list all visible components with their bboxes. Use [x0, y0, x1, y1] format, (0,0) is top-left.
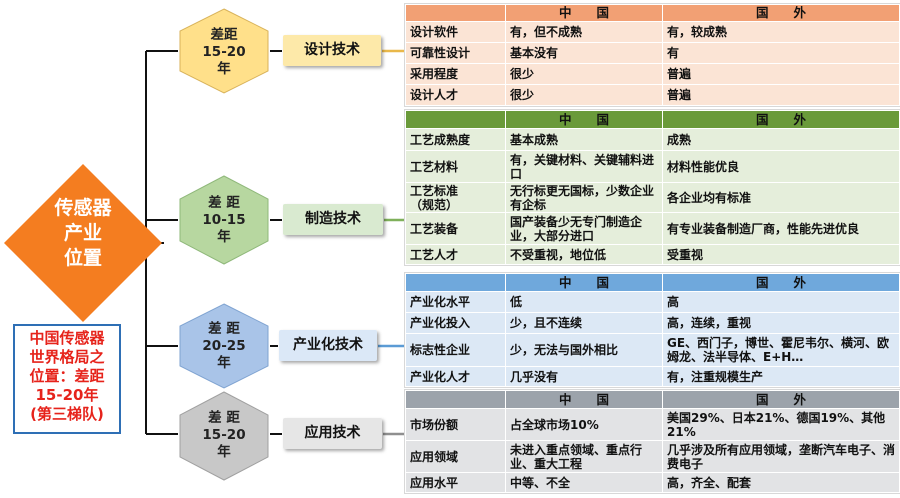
- table-header-row: 中 国 国 外: [405, 273, 900, 292]
- table-header-row: 中 国 国 外: [405, 4, 900, 22]
- design-table: 中 国 国 外 设计软件 有，但不成熟 有，较成熟 可靠性设计 基本没有 有 采…: [404, 3, 900, 107]
- header-blank: [405, 273, 506, 292]
- table-row: 设计人才 很少 普遍: [405, 84, 900, 106]
- center-line-1: 传感器: [54, 197, 112, 219]
- table-row: 工艺人才 不受重视，地位低 受重视: [405, 244, 900, 265]
- table-row: 市场份额 占全球市场10% 美国29%、日本21%、德国19%、其他21%: [405, 408, 900, 441]
- table-row: 工艺材料 有，关键材料、关键辅料进口 材料性能优良: [405, 150, 900, 183]
- center-diamond-label: 传感器 产业 位置: [20, 196, 146, 271]
- table-row: 设计软件 有，但不成熟 有，较成熟: [405, 21, 900, 43]
- tech-industrialization: 产业化技术: [279, 330, 377, 361]
- gap-label-design: 差距 15-20 年: [202, 27, 246, 77]
- header-blank: [405, 390, 506, 409]
- header-foreign: 国 外: [662, 110, 900, 129]
- header-foreign: 国 外: [662, 4, 900, 22]
- table-row: 产业化水平 低 高: [405, 291, 900, 313]
- manufacturing-table: 中 国 国 外 工艺成熟度 基本成熟 成熟 工艺材料 有，关键材料、关键辅料进口…: [404, 109, 900, 266]
- industrialization-table: 中 国 国 外 产业化水平 低 高 产业化投入 少，且不连续 高，连续，重视 标…: [404, 272, 900, 388]
- summary-line-4: 15-20年: [35, 386, 99, 404]
- table-header-row: 中 国 国 外: [405, 110, 900, 129]
- header-china: 中 国: [505, 4, 663, 22]
- header-foreign: 国 外: [662, 390, 900, 409]
- table-row: 标志性企业 少，无法与国外相比 GE、西门子，博世、霍尼韦尔、横河、欧姆龙、法半…: [405, 333, 900, 367]
- gap-hexagon-industrialization: [179, 303, 269, 389]
- header-china: 中 国: [505, 273, 663, 292]
- table-header-row: 中 国 国 外: [405, 390, 900, 409]
- header-foreign: 国 外: [662, 273, 900, 292]
- table-row: 工艺装备 国产装备少无专门制造企业，大部分进口 有专业装备制造厂商，性能先进优良: [405, 212, 900, 245]
- tech-manufacturing: 制造技术: [283, 204, 383, 235]
- header-china: 中 国: [505, 110, 663, 129]
- table-row: 产业化投入 少，且不连续 高，连续，重视: [405, 312, 900, 334]
- tech-design: 设计技术: [283, 35, 381, 66]
- summary-line-1: 中国传感器: [29, 329, 105, 347]
- summary-line-2: 世界格局之: [29, 348, 105, 366]
- gap-hexagon-design: [179, 8, 269, 94]
- gap-hexagon-manufacturing: [179, 175, 269, 265]
- center-diamond: [4, 164, 162, 322]
- header-blank: [405, 110, 506, 129]
- tech-application: 应用技术: [283, 418, 382, 449]
- summary-line-5: (第三梯队): [30, 405, 104, 423]
- table-row: 产业化人才 几乎没有 有，注重规模生产: [405, 366, 900, 387]
- table-row: 工艺标准 （规范） 无行标更无国标，少数企业有企标 各企业均有标准: [405, 182, 900, 213]
- gap-label-manufacturing: 差 距 10-15 年: [202, 195, 246, 245]
- table-row: 可靠性设计 基本没有 有: [405, 42, 900, 64]
- center-line-2: 产业: [63, 222, 102, 244]
- gap-label-application: 差 距 15-20 年: [202, 410, 246, 460]
- table-row: 工艺成熟度 基本成熟 成熟: [405, 128, 900, 151]
- gap-hexagon-application: [179, 391, 269, 481]
- summary-line-3: 位置：差距: [29, 367, 105, 385]
- summary-box: 中国传感器 世界格局之 位置：差距 15-20年 (第三梯队): [13, 324, 121, 434]
- table-row: 采用程度 很少 普遍: [405, 63, 900, 85]
- header-blank: [405, 4, 506, 22]
- table-row: 应用水平 中等、不全 高，齐全、配套: [405, 472, 900, 493]
- application-table: 中 国 国 外 市场份额 占全球市场10% 美国29%、日本21%、德国19%、…: [404, 389, 900, 494]
- center-line-3: 位置: [63, 247, 102, 269]
- gap-label-industrialization: 差 距 20-25 年: [202, 321, 246, 371]
- header-china: 中 国: [505, 390, 663, 409]
- table-row: 应用领域 未进入重点领域、重点行业、重大工程 几乎涉及所有应用领域，垄断汽车电子…: [405, 440, 900, 473]
